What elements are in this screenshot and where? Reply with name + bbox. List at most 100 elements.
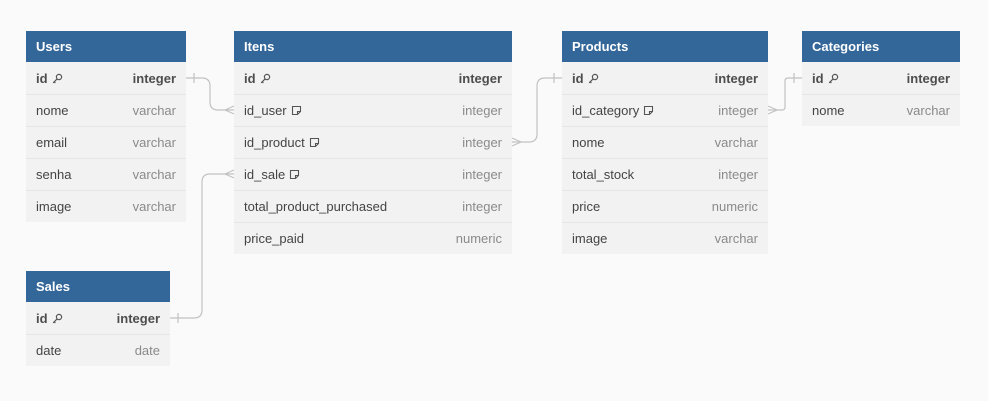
note-icon <box>309 137 320 148</box>
column-type: integer <box>462 167 502 182</box>
column-name-wrap: id <box>244 71 271 86</box>
column-name-wrap: id <box>36 311 63 326</box>
table-header[interactable]: Categories <box>802 31 960 62</box>
column-name-wrap: nome <box>36 103 69 118</box>
column-name-wrap: id <box>572 71 599 86</box>
column-name-wrap: id_sale <box>244 167 300 182</box>
table-header[interactable]: Users <box>26 31 186 62</box>
table-header[interactable]: Products <box>562 31 768 62</box>
column-name: price_paid <box>244 231 304 246</box>
note-icon <box>289 169 300 180</box>
column-name: senha <box>36 167 72 182</box>
column-name: id <box>812 70 824 86</box>
column-row-id[interactable]: id integer <box>26 302 170 334</box>
column-name-wrap: id_category <box>572 103 654 118</box>
column-type: varchar <box>132 167 176 182</box>
column-name-wrap: id <box>812 71 839 86</box>
column-type: integer <box>116 310 160 326</box>
column-type: integer <box>906 70 950 86</box>
column-name: image <box>572 231 608 246</box>
table-categories[interactable]: Categories id integer nome varchar <box>802 31 960 126</box>
column-name-wrap: nome <box>812 103 845 118</box>
column-type: integer <box>714 70 758 86</box>
note-icon <box>291 105 302 116</box>
column-row-price[interactable]: price numeric <box>562 190 768 222</box>
relation-categories-products <box>768 77 802 111</box>
column-type: integer <box>718 167 758 182</box>
column-name-wrap: senha <box>36 167 71 182</box>
column-name: date <box>36 343 62 358</box>
key-icon <box>260 73 271 84</box>
column-type: varchar <box>714 135 758 150</box>
column-type: integer <box>462 135 502 150</box>
column-type: varchar <box>906 103 950 118</box>
column-name: image <box>36 199 72 214</box>
column-name: id_category <box>572 103 640 118</box>
column-row-id[interactable]: id integer <box>26 62 186 94</box>
column-row-image[interactable]: image varchar <box>26 190 186 222</box>
column-type: numeric <box>711 199 758 214</box>
column-type: varchar <box>132 135 176 150</box>
column-type: varchar <box>714 231 758 246</box>
table-header[interactable]: Sales <box>26 271 170 302</box>
relation-products-itens <box>512 77 562 143</box>
column-name: nome <box>36 103 69 118</box>
column-row-id[interactable]: id integer <box>802 62 960 94</box>
column-name-wrap: image <box>572 231 607 246</box>
column-row-nome[interactable]: nome varchar <box>562 126 768 158</box>
column-name: id <box>36 70 48 86</box>
column-row-nome[interactable]: nome varchar <box>802 94 960 126</box>
column-row-id-category[interactable]: id_category integer <box>562 94 768 126</box>
column-name: price <box>572 199 601 214</box>
column-name: total_product_purchased <box>244 199 388 214</box>
key-icon <box>588 73 599 84</box>
column-type: integer <box>718 103 758 118</box>
column-row-id-user[interactable]: id_user integer <box>234 94 512 126</box>
key-icon <box>52 73 63 84</box>
relation-sales-itens-many-marker <box>224 169 235 179</box>
column-name-wrap: price <box>572 199 600 214</box>
column-name: total_stock <box>572 167 635 182</box>
column-name-wrap: image <box>36 199 71 214</box>
column-row-email[interactable]: email varchar <box>26 126 186 158</box>
table-header[interactable]: Itens <box>234 31 512 62</box>
relation-products-itens-many-marker <box>511 137 522 147</box>
column-name: id <box>244 70 256 86</box>
column-name-wrap: date <box>36 343 61 358</box>
relation-users-itens-many-marker <box>224 105 235 115</box>
column-name: id_user <box>244 103 287 118</box>
relation-users-itens <box>186 77 234 111</box>
column-name-wrap: id <box>36 71 63 86</box>
column-name: nome <box>572 135 605 150</box>
column-row-total-stock[interactable]: total_stock integer <box>562 158 768 190</box>
column-type: integer <box>462 103 502 118</box>
column-row-id[interactable]: id integer <box>234 62 512 94</box>
column-row-image[interactable]: image varchar <box>562 222 768 254</box>
column-row-id-sale[interactable]: id_sale integer <box>234 158 512 190</box>
column-type: integer <box>132 70 176 86</box>
column-name-wrap: total_product_purchased <box>244 199 387 214</box>
column-name: id <box>36 310 48 326</box>
column-row-senha[interactable]: senha varchar <box>26 158 186 190</box>
column-row-total-product-purchased[interactable]: total_product_purchased integer <box>234 190 512 222</box>
column-name: email <box>36 135 68 150</box>
column-row-id[interactable]: id integer <box>562 62 768 94</box>
column-type: integer <box>458 70 502 86</box>
column-type: integer <box>462 199 502 214</box>
column-type: varchar <box>132 199 176 214</box>
column-name: nome <box>812 103 845 118</box>
relation-categories-products-many-marker <box>767 105 778 115</box>
table-body: id integer nome varchar <box>802 62 960 126</box>
note-icon <box>643 105 654 116</box>
